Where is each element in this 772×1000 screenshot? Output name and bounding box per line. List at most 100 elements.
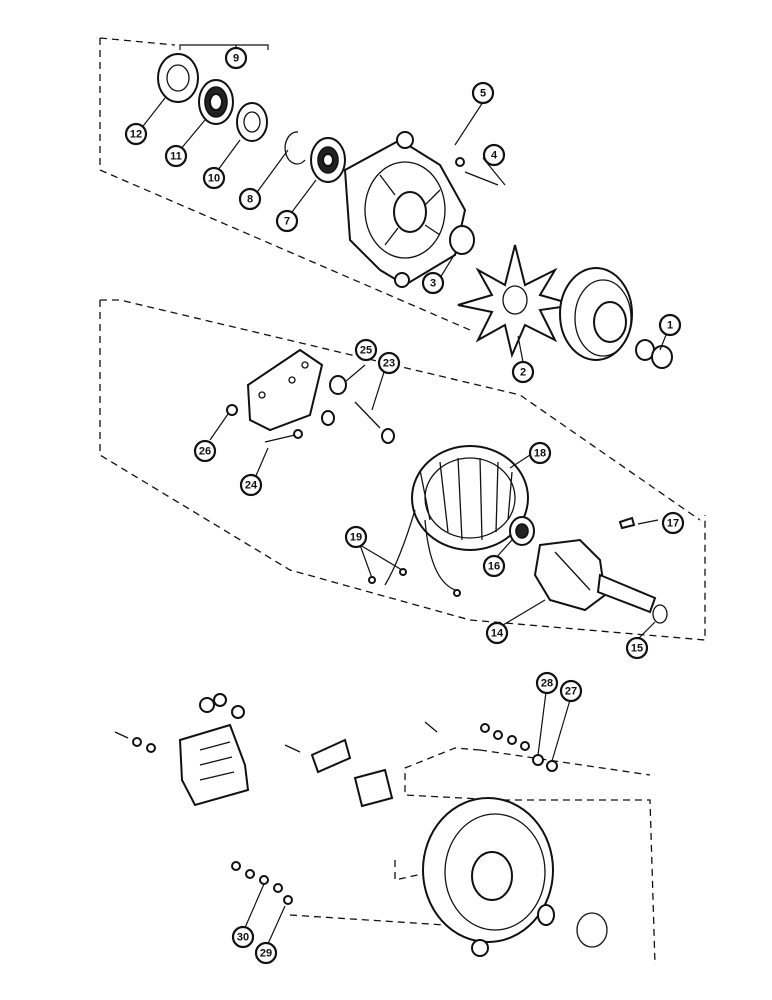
callout-19: 19 xyxy=(344,525,368,549)
callout-label: 27 xyxy=(565,686,577,698)
callout-circle xyxy=(421,271,445,295)
callout-label: 14 xyxy=(491,628,504,640)
callout-label: 28 xyxy=(541,678,553,690)
callout-15: 15 xyxy=(625,636,649,660)
callout-29: 29 xyxy=(254,941,278,965)
callout-circle xyxy=(559,679,583,703)
callout-circle xyxy=(661,511,685,535)
pulley-part xyxy=(559,267,633,361)
callout-label: 5 xyxy=(480,88,486,100)
callout-circle xyxy=(164,144,188,168)
callout-label: 17 xyxy=(667,518,679,530)
callout-11: 11 xyxy=(164,144,188,168)
bearing-part-7 xyxy=(310,137,346,183)
callout-circle xyxy=(485,621,509,645)
callout-circle xyxy=(511,360,535,384)
callout-23: 23 xyxy=(377,351,401,375)
callout-label: 15 xyxy=(631,643,643,655)
terminal-block-part xyxy=(353,768,394,808)
callout-label: 7 xyxy=(284,216,290,228)
leads-part-19 xyxy=(368,568,461,597)
bracket-part xyxy=(246,348,324,432)
callout-label: 24 xyxy=(245,480,258,492)
callout-circle xyxy=(482,554,506,578)
callout-24: 24 xyxy=(239,473,263,497)
nut-washer-part-1 xyxy=(635,339,673,369)
callout-circle xyxy=(377,351,401,375)
washer-part-26 xyxy=(226,404,238,416)
callout-circle xyxy=(535,671,559,695)
spacer-part-3 xyxy=(449,225,475,255)
end-frame-part-5 xyxy=(343,131,467,288)
lower-hardware-stack xyxy=(231,861,293,905)
fan-part-2 xyxy=(457,244,576,359)
screw-part-24 xyxy=(264,429,303,443)
callout-circle xyxy=(528,441,552,465)
callout-circle xyxy=(625,636,649,660)
key-part-17 xyxy=(618,516,636,530)
callout-25: 25 xyxy=(354,338,378,362)
callout-14: 14 xyxy=(485,621,509,645)
callout-label: 10 xyxy=(208,173,220,185)
callout-label: 25 xyxy=(360,345,372,357)
callout-label: 29 xyxy=(260,948,272,960)
seal-part-12 xyxy=(157,53,199,103)
callout-label: 8 xyxy=(247,194,253,206)
callout-17: 17 xyxy=(661,511,685,535)
callout-layer: 1234578910111214151617181923242526272829… xyxy=(124,46,685,965)
callout-circle xyxy=(658,313,682,337)
callout-circle xyxy=(344,525,368,549)
front-assembly-outline xyxy=(99,37,471,331)
callout-30: 30 xyxy=(231,925,255,949)
snap-ring-part-8 xyxy=(284,131,306,165)
callout-label: 16 xyxy=(488,561,500,573)
callout-label: 3 xyxy=(430,278,436,290)
regulator-part xyxy=(178,693,250,807)
callout-26: 26 xyxy=(193,439,217,463)
callout-8: 8 xyxy=(238,187,262,211)
stator-part-18 xyxy=(384,445,529,591)
callout-circle xyxy=(124,122,148,146)
retainer-part-10 xyxy=(236,102,268,142)
callout-2: 2 xyxy=(511,360,535,384)
callout-circle xyxy=(193,439,217,463)
callout-circle xyxy=(471,81,495,105)
callout-5: 5 xyxy=(471,81,495,105)
callout-10: 10 xyxy=(202,166,226,190)
clip-part xyxy=(284,738,352,774)
o-ring-part xyxy=(576,912,608,948)
hardware-stack xyxy=(424,721,558,772)
callout-circle xyxy=(275,209,299,233)
callout-1: 1 xyxy=(658,313,682,337)
leader-lines xyxy=(139,44,669,947)
regulator-screws xyxy=(114,731,156,753)
callout-18: 18 xyxy=(528,441,552,465)
callout-label: 19 xyxy=(350,532,362,544)
bushing-part xyxy=(537,904,555,926)
callout-16: 16 xyxy=(482,554,506,578)
callout-circle xyxy=(482,143,506,167)
screw-part-23 xyxy=(354,401,381,429)
callout-circle xyxy=(254,941,278,965)
callout-9: 9 xyxy=(224,46,248,70)
callout-circle xyxy=(354,338,378,362)
callout-3: 3 xyxy=(421,271,445,295)
callout-label: 4 xyxy=(491,150,498,162)
rotor-part-14 xyxy=(533,538,657,614)
callout-circle xyxy=(202,166,226,190)
callout-label: 26 xyxy=(199,446,211,458)
bearing-part-11 xyxy=(198,79,234,125)
callout-label: 23 xyxy=(383,358,395,370)
callout-circle xyxy=(231,925,255,949)
callout-circle xyxy=(239,473,263,497)
insulator-part-25 xyxy=(329,375,347,395)
callout-label: 9 xyxy=(233,53,239,65)
slip-ring-end-frame xyxy=(422,797,554,957)
callout-label: 2 xyxy=(520,367,526,379)
terminal-nuts xyxy=(321,410,395,444)
callout-label: 30 xyxy=(237,932,249,944)
callout-label: 11 xyxy=(170,151,182,163)
callout-12: 12 xyxy=(124,122,148,146)
callout-27: 27 xyxy=(559,679,583,703)
